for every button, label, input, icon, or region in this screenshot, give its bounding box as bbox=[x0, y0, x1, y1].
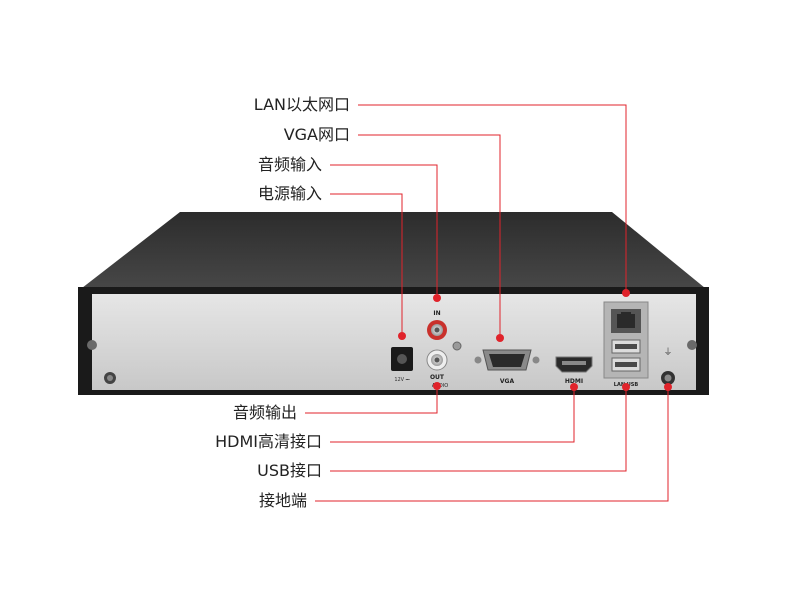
callout-power-in: 电源输入 bbox=[257, 184, 322, 203]
hdmi-text: HDMI bbox=[565, 378, 583, 385]
leader-audio-out bbox=[305, 386, 438, 414]
callout-audio-in: 音频输入 bbox=[257, 155, 322, 174]
lan-usb-block bbox=[603, 301, 649, 379]
ground-mark-icon: ⏚ bbox=[663, 347, 672, 358]
dot-lan bbox=[622, 289, 630, 297]
dot-audio-out bbox=[433, 382, 441, 390]
callout-ground: 接地端 bbox=[258, 491, 307, 510]
leader-ground bbox=[315, 387, 669, 502]
leader-vga bbox=[358, 134, 501, 338]
back-panel bbox=[92, 294, 696, 390]
panel-screw-icon bbox=[452, 341, 462, 351]
leader-lan bbox=[358, 104, 627, 293]
dot-usb bbox=[622, 383, 630, 391]
audio-out-jack bbox=[426, 349, 448, 371]
leader-hdmi bbox=[330, 387, 575, 443]
leader-dots bbox=[398, 289, 672, 391]
dot-power bbox=[398, 332, 406, 340]
dot-audio-in bbox=[433, 294, 441, 302]
power-rating-text: 12V ⎓ bbox=[394, 377, 409, 383]
chassis-top bbox=[82, 212, 705, 288]
hdmi-port bbox=[555, 356, 593, 373]
callout-audio-out: 音频输出 bbox=[232, 403, 297, 422]
leader-usb bbox=[330, 387, 627, 472]
screw-icon bbox=[87, 340, 697, 350]
leader-lines bbox=[305, 104, 669, 502]
callout-lan: LAN以太网口 bbox=[253, 95, 350, 114]
power-jack bbox=[391, 347, 413, 371]
ground-symbol-icon bbox=[104, 372, 116, 384]
vga-text: VGA bbox=[500, 378, 515, 385]
audio-in-text: IN bbox=[433, 310, 440, 317]
leader-audio-in bbox=[330, 164, 438, 298]
audio-in-jack bbox=[427, 320, 447, 340]
dot-vga bbox=[496, 334, 504, 342]
dot-ground bbox=[664, 383, 672, 391]
ground-terminal bbox=[661, 371, 675, 385]
callout-usb: USB接口 bbox=[257, 461, 322, 480]
callout-vga: VGA网口 bbox=[283, 125, 350, 144]
leader-power bbox=[330, 193, 403, 336]
callout-hdmi: HDMI高清接口 bbox=[215, 432, 322, 451]
dot-hdmi bbox=[570, 383, 578, 391]
audio-out-text: OUT bbox=[430, 374, 445, 381]
vga-port bbox=[474, 349, 540, 371]
